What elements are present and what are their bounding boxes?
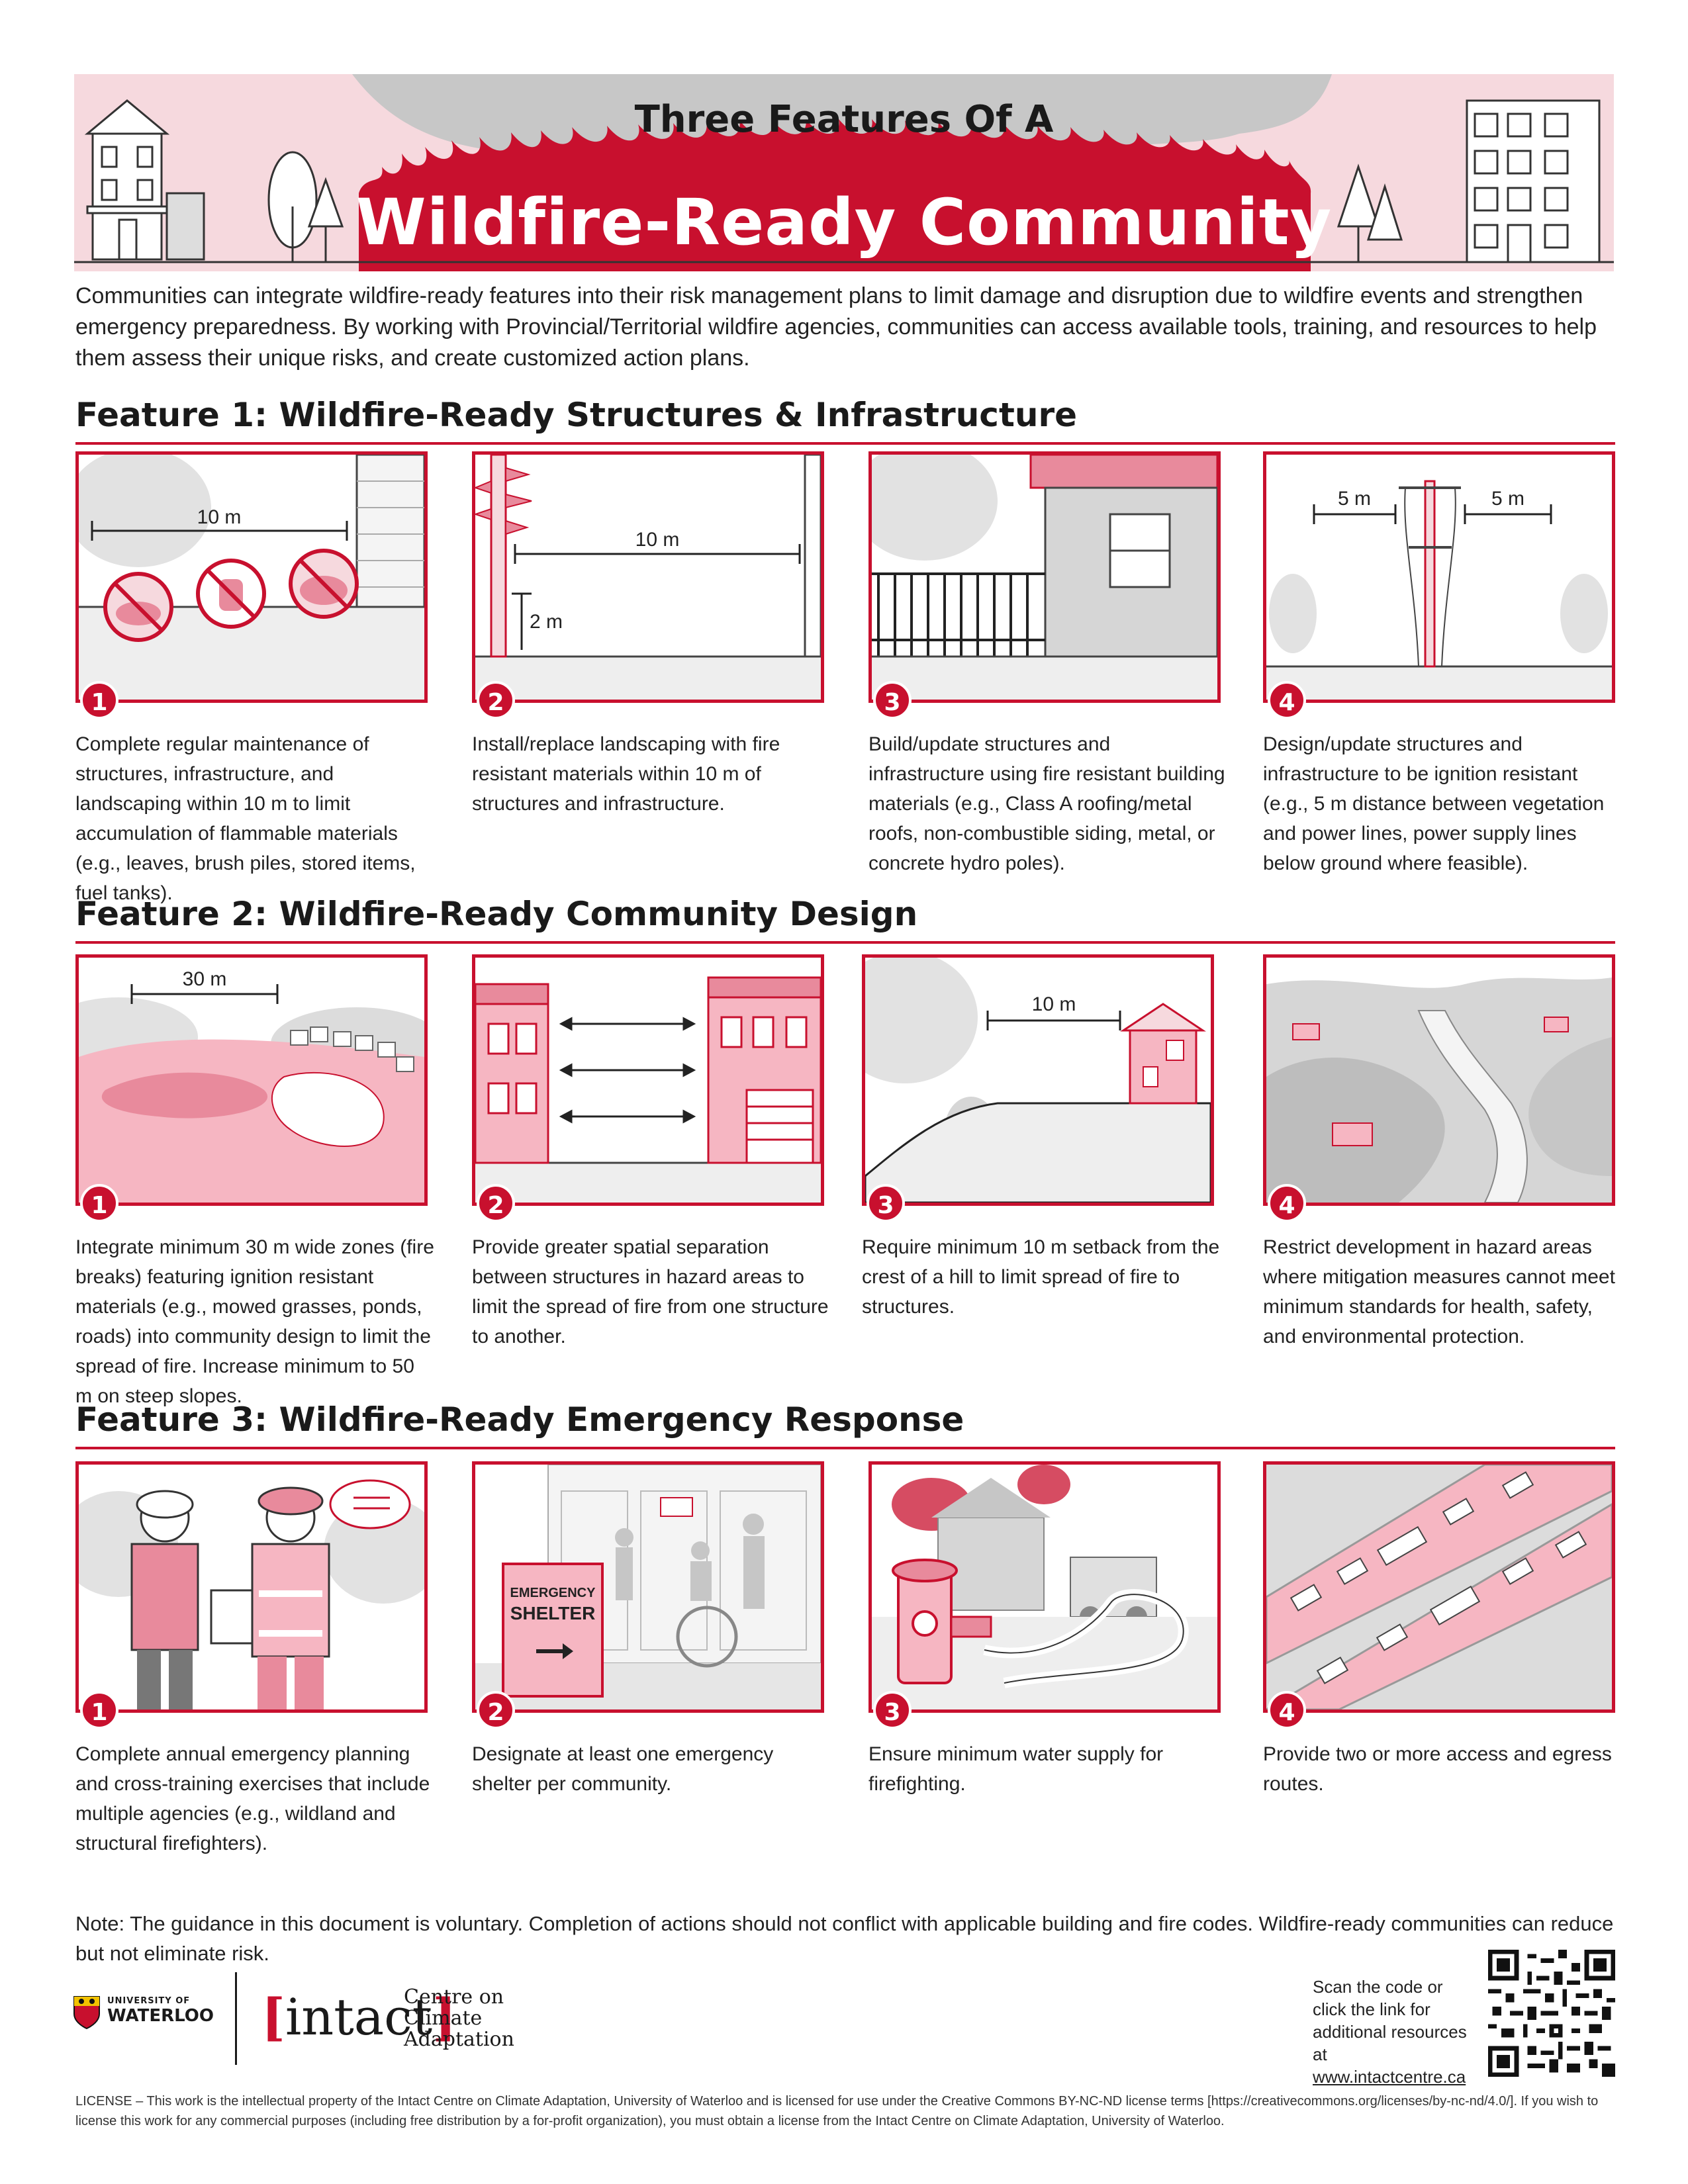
- title-banner: Three Features Of A Wildfire-Ready Commu…: [74, 74, 1614, 271]
- feature-2-caption-2: Provide greater spatial separation betwe…: [472, 1236, 829, 1347]
- number-badge: 2: [477, 1691, 515, 1729]
- distance-label: 10 m: [635, 529, 680, 551]
- distance-label: 30 m: [183, 968, 227, 990]
- feature-1-caption-4: Design/update structures and infrastruct…: [1263, 733, 1605, 874]
- feature-2-title: Feature 2: Wildfire-Ready Community Desi…: [75, 895, 918, 933]
- feature-3-rule: [75, 1447, 1615, 1449]
- landscaping-illustration: 10 m 2 m: [475, 455, 821, 700]
- uw-big-text: WATERLOO: [107, 2006, 214, 2026]
- hazard-area-illustration: [1266, 958, 1612, 1203]
- number-badge: 4: [1268, 1184, 1306, 1222]
- fire-break-illustration: 30 m: [79, 958, 424, 1203]
- distance-label-left: 5 m: [1338, 488, 1371, 510]
- qr-code-icon[interactable]: [1488, 1950, 1615, 2077]
- feature-1-caption-2: Install/replace landscaping with fire re…: [472, 733, 780, 815]
- feature-1-rule: [75, 442, 1615, 445]
- feature-3-card-4: 4: [1263, 1461, 1615, 1729]
- license-text: LICENSE – This work is the intellectual …: [75, 2094, 1599, 2128]
- feature-1-title: Feature 1: Wildfire-Ready Structures & I…: [75, 396, 1078, 434]
- no-fuel-tank-icon: [196, 559, 266, 629]
- feature-2-card-3: 10 m 3: [862, 954, 1214, 1222]
- feature-2-card-1: 30 m 1: [75, 954, 428, 1222]
- distance-label: 10 m: [197, 506, 242, 528]
- feature-2-card-2: 2: [472, 954, 824, 1222]
- feature-3-card-1: 1: [75, 1461, 428, 1729]
- feature-3-caption-3: Ensure minimum water supply for firefigh…: [868, 1743, 1164, 1795]
- feature-3-card-2: EMERGENCY SHELTER 2: [472, 1461, 824, 1729]
- feature-1-caption-3: Build/update structures and infrastructu…: [868, 733, 1225, 874]
- wildland-firefighter: [130, 1490, 199, 1709]
- centre-on-climate-adaptation: Centre on Climate Adaptation: [404, 1985, 514, 2051]
- feature-3-caption-1: Complete annual emergency planning and c…: [75, 1743, 430, 1854]
- uw-crest-icon: [73, 1996, 100, 2030]
- no-brush-pile-icon: [289, 549, 359, 619]
- height-label: 2 m: [530, 611, 563, 633]
- firefighters-illustration: [79, 1465, 424, 1709]
- feature-2-caption-1: Integrate minimum 30 m wide zones (fire …: [75, 1236, 434, 1407]
- shelter-sign-line2: SHELTER: [510, 1603, 596, 1623]
- number-badge: 2: [477, 1184, 515, 1222]
- feature-2-caption-3: Require minimum 10 m setback from the cr…: [862, 1236, 1220, 1318]
- water-supply-illustration: [872, 1465, 1217, 1709]
- number-badge: 3: [873, 681, 912, 719]
- intro-paragraph: Communities can integrate wildfire-ready…: [75, 283, 1597, 371]
- number-badge: 3: [867, 1184, 905, 1222]
- number-badge: 2: [477, 681, 515, 719]
- intact-centre-link[interactable]: www.intactcentre.ca: [1313, 2067, 1466, 2087]
- fire-hydrant-icon: [892, 1559, 992, 1684]
- distance-label: 10 m: [1032, 993, 1076, 1015]
- scan-instructions: Scan the code or click the link for addi…: [1313, 1977, 1467, 2064]
- number-badge: 4: [1268, 1691, 1306, 1729]
- uw-wordmark: UNIVERSITY OF WATERLOO: [107, 1996, 266, 2025]
- access-routes-illustration: [1266, 1465, 1612, 1709]
- feature-1-card-2: 10 m 2 m 2: [472, 451, 824, 719]
- uw-small-text: UNIVERSITY OF: [107, 1996, 191, 2006]
- feature-3-caption-2: Designate at least one emergency shelter…: [472, 1743, 774, 1795]
- speech-bubble-icon: [329, 1479, 411, 1529]
- arrow-right-icon: [536, 1643, 573, 1659]
- feature-3-title: Feature 3: Wildfire-Ready Emergency Resp…: [75, 1400, 964, 1439]
- feature-3-card-3: 3: [868, 1461, 1221, 1729]
- feature-2-caption-4: Restrict development in hazard areas whe…: [1263, 1236, 1615, 1347]
- spatial-separation-illustration: [475, 958, 821, 1203]
- number-badge: 1: [80, 1184, 118, 1222]
- banner-subtitle: Three Features Of A: [634, 98, 1054, 141]
- maintenance-illustration: 10 m: [79, 455, 424, 700]
- feature-1-card-1: 10 m 1: [75, 451, 428, 719]
- shelter-sign-line1: EMERGENCY: [510, 1586, 596, 1600]
- building-materials-illustration: [872, 455, 1217, 700]
- number-badge: 3: [873, 1691, 912, 1729]
- feature-2-rule: [75, 941, 1615, 944]
- emergency-shelter-illustration: EMERGENCY SHELTER: [475, 1465, 821, 1709]
- scan-text-block: Scan the code or click the link for addi…: [1313, 1976, 1478, 2088]
- feature-1-card-3: 3: [868, 451, 1221, 719]
- structural-firefighter: [251, 1486, 330, 1709]
- hill-setback-illustration: 10 m: [865, 958, 1211, 1203]
- feature-3-caption-4: Provide two or more access and egress ro…: [1263, 1743, 1612, 1795]
- number-badge: 1: [80, 1691, 118, 1729]
- disclaimer-note: Note: The guidance in this document is v…: [75, 1912, 1614, 1965]
- intact-logo: [intact]: [261, 1987, 457, 2046]
- banner-title: Wildfire-Ready Community: [355, 185, 1333, 259]
- feature-2-card-4: 4: [1263, 954, 1615, 1222]
- no-leaves-icon: [103, 572, 173, 642]
- feature-1-caption-1: Complete regular maintenance of structur…: [75, 733, 416, 904]
- banner-illustration: [74, 74, 1614, 271]
- logo-divider: [235, 1972, 237, 2065]
- feature-1-card-4: 5 m 5 m 4: [1263, 451, 1615, 719]
- number-badge: 4: [1268, 681, 1306, 719]
- number-badge: 1: [80, 681, 118, 719]
- power-lines-illustration: 5 m 5 m: [1266, 455, 1612, 700]
- distance-label-right: 5 m: [1491, 488, 1524, 510]
